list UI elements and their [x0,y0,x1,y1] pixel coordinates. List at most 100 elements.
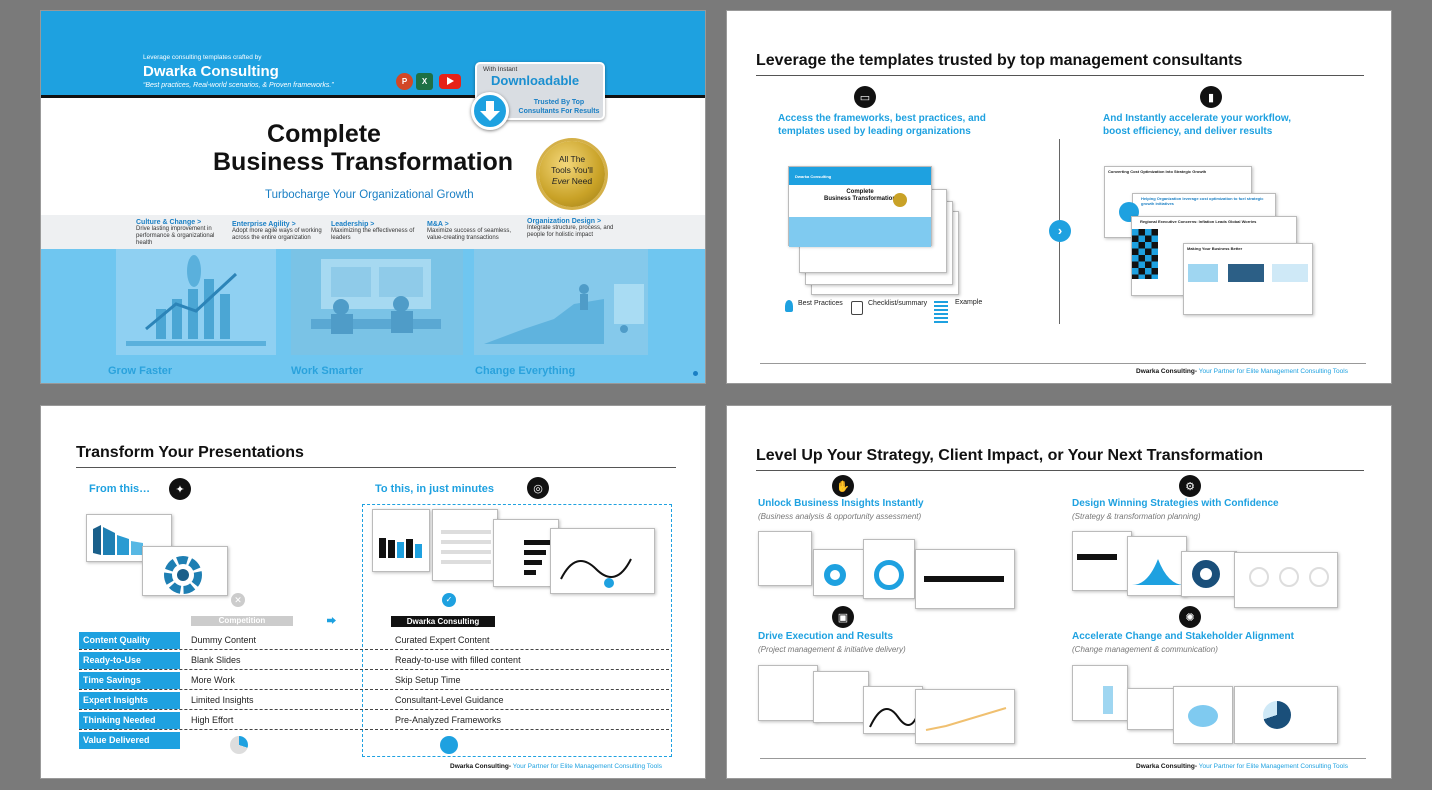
example-icon [934,301,948,323]
growth-chart-icon: ▮ [1200,86,1222,108]
handshake-icon: ✋ [832,475,854,497]
slide4-footer-rule [760,758,1366,759]
x-mark-icon: ✕ [231,593,245,607]
slide2-title: Leverage the templates trusted by top ma… [756,52,1243,69]
slide3-title: Transform Your Presentations [76,444,304,461]
panel-label-grow: Grow Faster [108,365,173,377]
badge-sub-text: Trusted By Top Consultants For Results [518,99,600,115]
section-sub-insights: (Business analysis & opportunity assessm… [758,512,922,521]
cover-subtitle: Turbocharge Your Organizational Growth [265,189,474,201]
idea-icon: ✺ [1179,606,1201,628]
checklist-icon [851,301,863,315]
work-smarter-image [291,249,463,355]
right-thumb-4: Making Your Business Better [1183,243,1313,315]
slide2-footer: Dwarka Consulting- Your Partner for Elit… [1136,368,1348,375]
change-thumb-1 [1072,665,1128,721]
seal-line-3: Ever [551,176,570,186]
cover-tagline: Leverage consulting templates crafted by [143,54,262,61]
slide2-title-rule [756,75,1364,76]
slide-4-level-up[interactable]: Level Up Your Strategy, Client Impact, o… [726,405,1392,779]
category-leadership[interactable]: Leadership >Maximizing the effectiveness… [331,221,415,241]
strategy-icon: ⚙ [1179,475,1201,497]
to-label: To this, in just minutes [375,483,494,495]
value-competition-pie [230,736,248,754]
strategies-thumb-1 [1072,531,1132,591]
to-thumb-1 [372,509,430,572]
strategies-thumb-2 [1127,536,1187,596]
badge-main-text: Downloadable [491,73,580,88]
dwarka-highlight-box [362,504,672,757]
section-sub-strategies: (Strategy & transformation planning) [1072,512,1201,521]
to-thumb-4 [550,528,655,594]
section-sub-change: (Change management & communication) [1072,645,1218,654]
cover-header-band [41,11,705,95]
mini-title-line2: Business Transformation [823,196,897,202]
panel-label-change: Change Everything [475,365,576,377]
youtube-icon [439,74,461,89]
excel-icon: X [416,73,433,90]
arrow-right-icon [327,617,336,624]
seal-line-2: Tools You'll [551,165,593,175]
category-ma[interactable]: M&A >Maximize success of seamless, value… [427,221,512,241]
value-dwarka-pie [440,736,458,754]
gold-seal: All The Tools You'll Ever Need [539,141,605,207]
puzzle-icon: ✦ [169,478,191,500]
strategies-thumb-4 [1234,552,1338,608]
section-heading-execution: Drive Execution and Results [758,631,894,642]
cover-title-line1: Complete [267,120,381,148]
left-heading: Access the frameworks, best practices, a… [778,113,986,137]
section-heading-change: Accelerate Change and Stakeholder Alignm… [1072,631,1294,642]
cover-brand: Dwarka Consulting [143,63,279,80]
table-row: Value Delivered [79,731,669,750]
slide4-title-rule [756,470,1364,471]
category-culture[interactable]: Culture & Change >Drive lasting improvem… [136,219,215,246]
change-thumb-3 [1173,686,1233,744]
section-heading-strategies: Design Winning Strategies with Confidenc… [1072,498,1279,509]
section-heading-insights: Unlock Business Insights Instantly [758,498,924,509]
from-thumb-2 [142,546,228,596]
next-arrow-icon[interactable]: › [1049,220,1071,242]
slide-1-cover[interactable]: Leverage consulting templates crafted by… [40,10,706,384]
execution-thumb-2 [813,671,869,723]
category-agility[interactable]: Enterprise Agility >Adopt more agile way… [232,221,322,241]
section-sub-execution: (Project management & initiative deliver… [758,645,906,654]
legend-example: Example [955,299,983,306]
mini-brand: Dwarka Consulting [795,174,832,179]
lightbulb-icon [785,300,793,312]
cover-quote: “Best practices, Real-world scenarios, &… [143,82,334,89]
cover-header-rule [41,95,705,98]
download-arrow-icon[interactable] [471,92,509,130]
powerpoint-icon: P [396,73,413,90]
cover-title-line2: Business Transformation [213,148,514,176]
execution-thumb-1 [758,665,818,721]
mini-title-line1: Complete [846,189,874,195]
execution-icon: ▣ [832,606,854,628]
execution-thumb-3 [863,686,923,734]
insights-thumb-1 [758,531,812,586]
slide-3-transform[interactable]: Transform Your Presentations From this… … [40,405,706,779]
slide-dot [693,371,698,376]
slide-2-leverage[interactable]: Leverage the templates trusted by top ma… [726,10,1392,384]
col-competition: Competition [191,616,293,626]
check-mark-icon: ✓ [442,593,456,607]
change-everything-image [474,249,648,355]
from-label: From this… [89,483,151,495]
insights-thumb-3 [863,539,915,599]
monitor-icon: ▭ [854,86,876,108]
insights-thumb-2 [813,549,865,596]
col-dwarka: Dwarka Consulting [391,616,495,627]
badge-top-text: With Instant [483,66,518,73]
seal-line-4: Need [571,176,593,186]
to-thumb-3 [493,519,559,587]
category-strip [41,215,705,249]
change-thumb-2 [1127,688,1177,730]
insights-thumb-4 [915,549,1015,609]
slide4-footer: Dwarka Consulting- Your Partner for Elit… [1136,763,1348,770]
target-icon: ◎ [527,477,549,499]
category-org-design[interactable]: Organization Design >Integrate structure… [527,218,614,238]
